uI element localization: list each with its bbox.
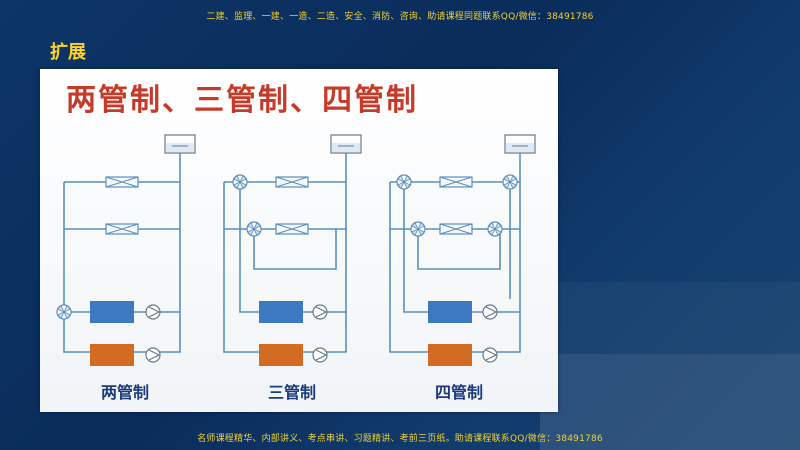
three-pipe-boiler — [259, 344, 303, 366]
section-title: 扩展 — [50, 38, 86, 64]
caption-two-pipe: 两管制 — [75, 379, 175, 403]
pipe-system-diagrams — [40, 69, 558, 412]
bottom-watermark-text: 名师课程精华、内部讲义、考点串讲、习题精讲、考前三页纸。助请课程联系QQ/微信：… — [0, 431, 800, 444]
slide-panel: 两管制、三管制、四管制 两管制 三管制 四管制 — [40, 69, 558, 412]
top-watermark-text: 二建、监理、一建、一造、二造、安全、消防、咨询、助请课程同题联系QQ/微信：38… — [0, 9, 800, 22]
three-pipe-hot-line — [254, 229, 336, 269]
four-pipe-expansion-tank-water — [506, 143, 534, 152]
two-pipe-main-loop — [64, 182, 180, 352]
two-pipe-expansion-tank-water — [166, 143, 194, 152]
two-pipe-chiller — [90, 301, 134, 323]
three-pipe-return-line — [240, 182, 346, 312]
caption-four-pipe: 四管制 — [409, 379, 509, 403]
four-pipe-hot-line — [418, 229, 500, 269]
four-pipe-chiller — [428, 301, 472, 323]
background-cityscape — [540, 210, 800, 450]
three-pipe-main-loop — [224, 182, 346, 352]
two-pipe-boiler — [90, 344, 134, 366]
three-pipe-expansion-tank-water — [332, 143, 360, 152]
three-pipe-chiller — [259, 301, 303, 323]
caption-three-pipe: 三管制 — [242, 379, 342, 403]
four-pipe-cold-return — [404, 182, 520, 312]
four-pipe-boiler — [428, 344, 472, 366]
